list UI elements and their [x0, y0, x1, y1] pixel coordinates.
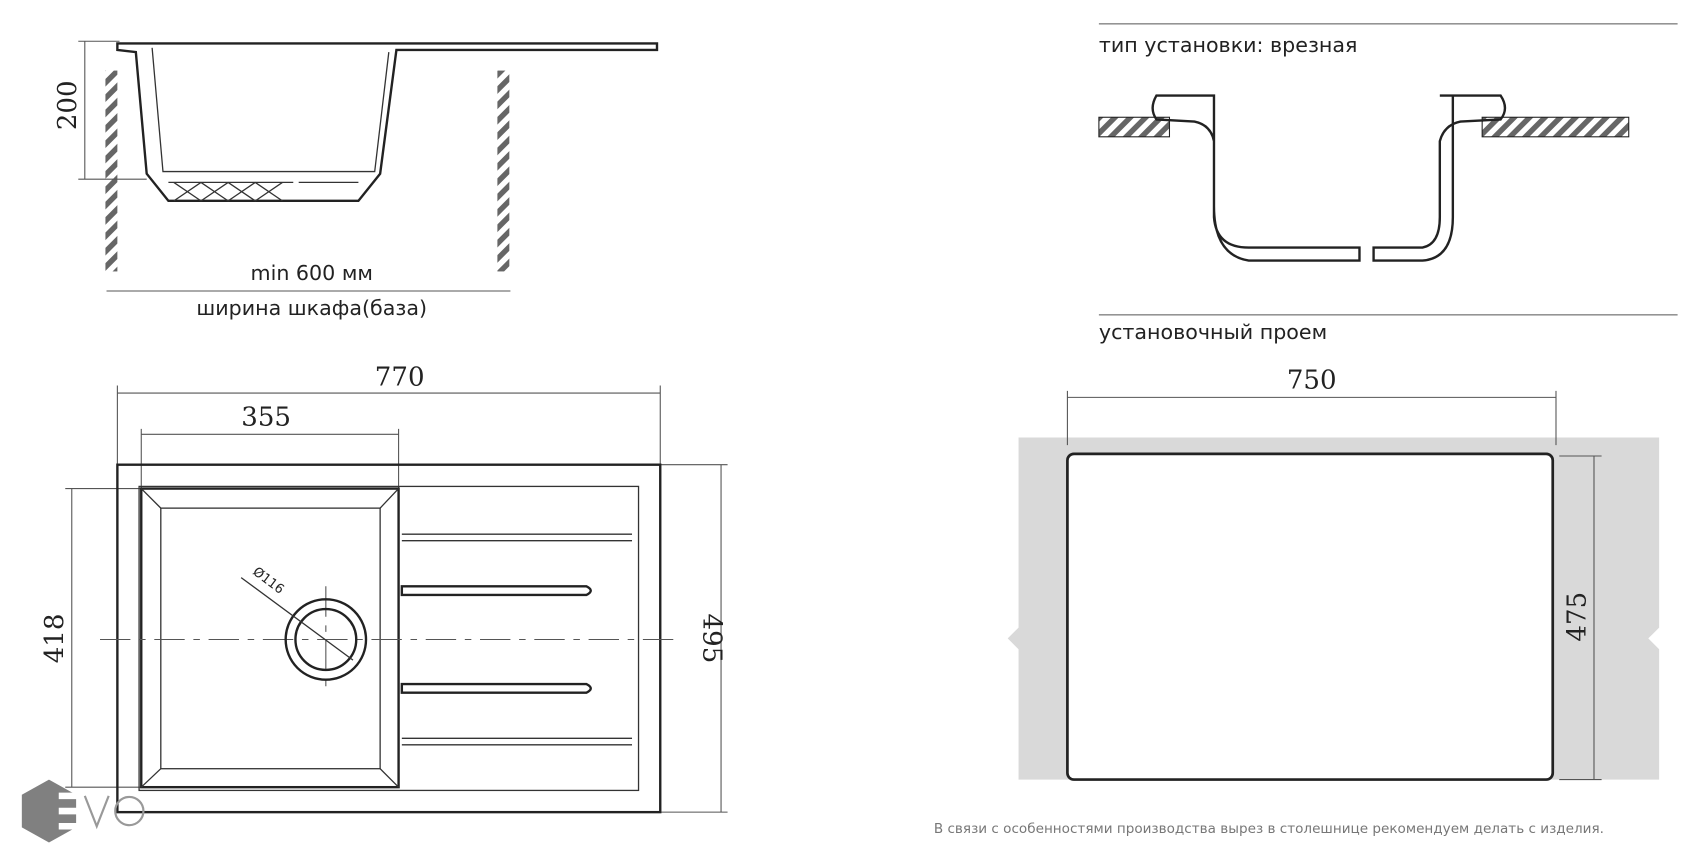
countertop-right — [1481, 116, 1630, 138]
cabinet-wall-left — [105, 70, 118, 272]
min-width-label: min 600 мм — [251, 261, 373, 285]
height-dimension: 200 — [53, 80, 83, 130]
evo-logo — [21, 779, 145, 843]
bowl-depth-dimension: 418 — [40, 614, 70, 664]
cabinet-wall-right — [497, 70, 510, 272]
install-type-label: тип установки: врезная — [1099, 33, 1358, 57]
bowl-width-dimension: 355 — [241, 403, 291, 433]
install-type-view: тип установки: врезная установочный прое… — [1098, 23, 1678, 344]
footnote: В связи с особенностями производства выр… — [934, 821, 1604, 837]
total-depth-dimension: 495 — [697, 614, 727, 664]
cutout-label: установочный проем — [1099, 320, 1327, 344]
top-view: 770 355 418 495 Ø116 — [40, 362, 728, 814]
drain-diameter-label: Ø116 — [250, 564, 287, 597]
cutout-depth-dimension: 475 — [1562, 592, 1592, 642]
cutout-width-dimension: 750 — [1287, 366, 1337, 396]
countertop-left — [1098, 116, 1171, 138]
side-view: 200 min 600 мм ширина шкафа(база) — [53, 40, 659, 320]
total-width-dimension: 770 — [375, 362, 425, 392]
cabinet-width-label: ширина шкафа(база) — [196, 296, 427, 320]
cutout-view: 750 475 В связи с особенностями производ… — [934, 366, 1660, 837]
